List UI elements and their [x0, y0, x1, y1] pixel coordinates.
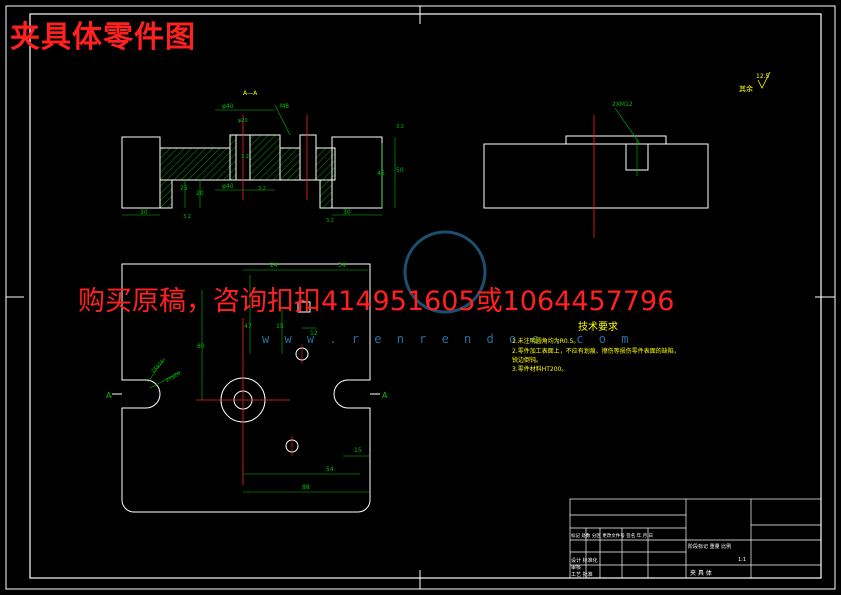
dim-80: 80: [197, 343, 205, 350]
tb-scale-header: 阶段标记 重量 比例: [688, 543, 731, 550]
dim-25: 25: [180, 185, 188, 192]
tech-req-line-3: 锐边倒钝。: [512, 357, 543, 364]
drawing-frame: [5, 5, 836, 590]
front-section-view: A—A 30 30 46 50 25 20: [121, 90, 404, 224]
side-label: 2XM12: [612, 101, 633, 108]
dim-30-right: 30: [343, 209, 351, 216]
dim-54: 54: [326, 466, 334, 473]
dim-phi40-bottom: φ40: [222, 183, 234, 190]
tech-req-line-4: 3.零件材料HT200。: [512, 366, 568, 373]
dim-15-right: 15: [354, 447, 362, 454]
roughness-d: 3.2: [258, 186, 266, 192]
tech-req-title: 技术要求: [578, 322, 618, 333]
dim-50: 50: [396, 167, 404, 174]
tb-scale-value: 1:1: [738, 557, 746, 563]
roughness-b: 3.2: [183, 214, 191, 220]
roughness-c: 3.2: [326, 218, 334, 224]
roughness-value: 12.5: [756, 73, 770, 80]
dim-46: 46: [377, 170, 385, 177]
purchase-banner: 购买原稿，咨询扣扣414951605或1064457796: [78, 286, 675, 317]
section-mark-right: A: [382, 391, 388, 400]
roughness-note: 其余 12.5: [739, 71, 771, 93]
tb-row-3: 工艺 批准: [571, 571, 593, 578]
tb-part-name: 夹 具 体: [690, 569, 712, 577]
dim-34: 34: [338, 262, 346, 269]
dim-30-left: 30: [140, 209, 148, 216]
title-block: [569, 498, 822, 579]
dim-47: 47: [244, 323, 252, 330]
dim-phi20: φ20: [238, 118, 248, 124]
tb-row-2: 审核: [571, 564, 581, 571]
roughness-prefix: 其余: [739, 84, 753, 93]
dim-phi40-top: φ40: [222, 103, 234, 110]
overlay-title: 夹具体零件图: [10, 20, 196, 55]
dim-20: 20: [196, 190, 204, 197]
tb-row-0: 标记 处数 分区 更改文件号 签名 年.月.日: [571, 532, 653, 539]
hole-note-a: 2Xφ16: [150, 359, 166, 375]
section-label: A—A: [243, 90, 258, 97]
dim-15-top: 15: [276, 323, 284, 330]
section-mark-left: A: [106, 391, 112, 400]
roughness-e: 3.2: [241, 154, 249, 160]
side-view: 2XM12: [483, 101, 709, 238]
dim-m8: M8: [280, 103, 289, 110]
tech-req-line-1: 1.未注明圆角均为R0.5。: [512, 338, 580, 345]
tech-req-line-2: 2.零件加工表面上，不应有划痕、擦伤等损伤零件表面的缺陷，: [512, 348, 680, 355]
dim-24: 24: [270, 262, 278, 269]
dim-12: 12: [310, 330, 318, 337]
watermark-url: w w w . r e n r e n d o c . c o m: [262, 332, 633, 346]
hole-note-b: 2Xφ20: [165, 371, 182, 384]
dim-88: 88: [302, 484, 310, 491]
roughness-a: 3.2: [396, 124, 404, 130]
watermark-logo: [403, 230, 487, 314]
tb-row-1: 设计 标准化: [571, 557, 598, 564]
